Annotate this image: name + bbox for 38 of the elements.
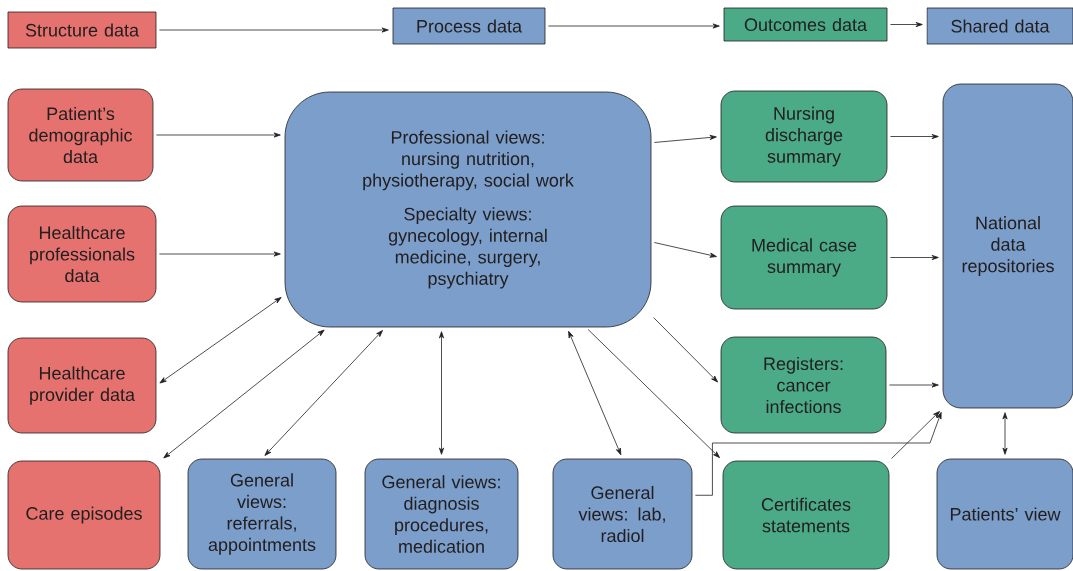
process-box: Shared data — [926, 7, 1073, 45]
arrow — [891, 411, 940, 459]
arrow — [890, 134, 939, 140]
process-box: National data repositories — [942, 83, 1073, 409]
arrow — [654, 134, 717, 143]
process-box: General views: lab, radiol — [552, 458, 693, 570]
structure-box: Patient’s demographic data — [7, 88, 154, 182]
process-box: Process data — [392, 7, 546, 45]
outcome-box: Outcomes data — [723, 7, 888, 42]
double-arrow — [264, 330, 383, 456]
process-box: Professional views: nursing nutrition, physiotherapy, social work Specialty views: gynecology, internal medicine, surgery, psychiatry — [284, 91, 652, 328]
double-arrow — [439, 331, 445, 455]
outcome-box: Registers: cancer infections — [720, 336, 887, 434]
process-box: General views: diagnosis procedures, medication — [364, 458, 519, 570]
structure-box: Care episodes — [7, 460, 161, 570]
structure-box: Healthcare provider data — [7, 337, 157, 434]
arrow — [156, 132, 281, 138]
structure-box: Healthcare professionals data — [7, 205, 157, 303]
double-arrow — [163, 329, 325, 459]
arrow — [890, 22, 923, 28]
process-box: Patients’ view — [936, 458, 1073, 570]
arrow — [695, 412, 942, 496]
outcome-box: Certificates statements — [722, 460, 890, 570]
outcome-box: Nursing discharge summary — [720, 90, 888, 183]
arrow — [653, 242, 717, 258]
structure-box: Structure data — [7, 11, 157, 49]
arrow — [587, 329, 720, 459]
outcome-box: Medical case summary — [720, 205, 888, 310]
arrow — [548, 23, 720, 29]
arrow — [653, 317, 718, 383]
arrow — [890, 255, 939, 261]
double-arrow — [159, 297, 282, 384]
arrow — [889, 382, 939, 388]
double-arrow — [1002, 412, 1008, 455]
arrow — [159, 251, 281, 257]
process-box: General views: referrals, appointments — [187, 458, 337, 570]
arrow — [159, 27, 389, 33]
double-arrow — [568, 330, 622, 456]
